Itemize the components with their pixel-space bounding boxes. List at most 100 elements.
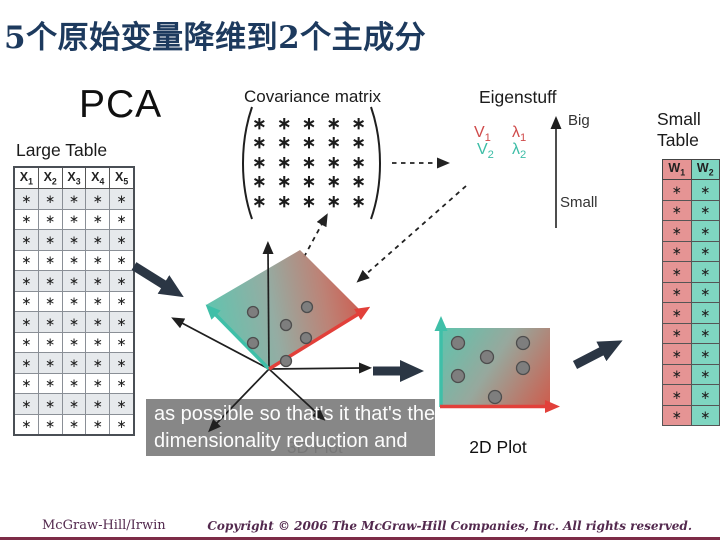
- table-row: ∗∗: [662, 220, 720, 242]
- table-cell: ∗: [13, 188, 39, 210]
- table-row: ∗∗: [662, 404, 720, 426]
- table-cell: ∗: [109, 270, 135, 292]
- table-cell: ∗: [85, 208, 111, 230]
- matrix-cell: ∗: [252, 133, 267, 153]
- table-cell: ∗: [61, 331, 87, 353]
- video-caption: as possible so that's it that's the dime…: [154, 401, 435, 455]
- axis-up: [262, 241, 274, 370]
- small-table-title: Small Table: [657, 109, 701, 150]
- table-cell: ∗: [662, 384, 692, 406]
- table-cell: ∗: [662, 179, 692, 201]
- table-cell: ∗: [690, 281, 720, 303]
- table-cell: ∗: [85, 249, 111, 271]
- data-point: [299, 331, 313, 345]
- data-point: [487, 389, 503, 405]
- table-cell: ∗: [85, 229, 111, 251]
- caption-line-1: as possible so that's it that's the: [154, 403, 436, 425]
- table-cell: ∗: [13, 229, 39, 251]
- table-cell: ∗: [61, 229, 87, 251]
- table-cell: ∗: [61, 311, 87, 333]
- table-cell: ∗: [13, 270, 39, 292]
- table-cell: ∗: [109, 331, 135, 353]
- column-header: X5: [109, 166, 135, 189]
- footer-copyright: Copyright © 2006 The McGraw-Hill Compani…: [207, 519, 692, 533]
- table-row: ∗∗∗∗∗: [13, 208, 135, 230]
- table-row: ∗∗∗∗∗: [13, 372, 135, 394]
- matrix-cell: ∗: [252, 114, 267, 133]
- table-row: ∗∗: [662, 261, 720, 283]
- table-cell: ∗: [662, 302, 692, 324]
- table-cell: ∗: [690, 322, 720, 344]
- column-header: X3: [61, 166, 87, 189]
- plane-scatter-dots: [246, 300, 314, 368]
- table-cell: ∗: [690, 179, 720, 201]
- matrix-cell: ∗: [252, 191, 267, 211]
- table-cell: ∗: [662, 363, 692, 385]
- table-cell: ∗: [662, 404, 692, 426]
- eigenvector-2-label: V2: [477, 141, 494, 162]
- table-cell: ∗: [109, 290, 135, 312]
- table-cell: ∗: [13, 290, 39, 312]
- table-cell: ∗: [13, 331, 39, 353]
- table-cell: ∗: [13, 208, 39, 230]
- table-cell: ∗: [37, 413, 63, 436]
- table-cell: ∗: [662, 240, 692, 262]
- matrix-cell: ∗: [301, 191, 317, 211]
- column-header: W2: [690, 159, 720, 180]
- table-cell: ∗: [662, 343, 692, 365]
- table-cell: ∗: [61, 208, 87, 230]
- matrix-cell: ∗: [351, 133, 366, 153]
- data-point: [300, 300, 314, 314]
- table-row: ∗∗∗∗∗: [13, 352, 135, 374]
- matrix-cell: ∗: [326, 172, 341, 192]
- table-cell: ∗: [85, 372, 111, 394]
- table-cell: ∗: [109, 249, 135, 271]
- matrix-cell: ∗: [277, 172, 292, 192]
- table-cell: ∗: [690, 240, 720, 262]
- table-row: ∗∗: [662, 384, 720, 406]
- dashed-arrow-eigen-to-plane: [356, 185, 467, 283]
- table-cell: ∗: [37, 188, 63, 210]
- table-row: ∗∗∗∗∗: [13, 229, 135, 251]
- table-cell: ∗: [13, 413, 39, 436]
- matrix-cell: ∗: [326, 191, 341, 211]
- table-cell: ∗: [61, 372, 87, 394]
- table-cell: ∗: [690, 384, 720, 406]
- data-point: [515, 360, 531, 376]
- table-cell: ∗: [662, 281, 692, 303]
- data-point: [515, 335, 531, 351]
- pc-plane: [206, 250, 363, 369]
- table-cell: ∗: [37, 270, 63, 292]
- matrix-right-paren: [370, 106, 381, 220]
- table-cell: ∗: [662, 322, 692, 344]
- plot2d-scatter-dots: [450, 335, 531, 405]
- matrix-cell: ∗: [252, 172, 267, 192]
- table-cell: ∗: [85, 393, 111, 415]
- table-cell: ∗: [109, 208, 135, 230]
- matrix-cell: ∗: [301, 152, 317, 172]
- table-cell: ∗: [61, 188, 87, 210]
- column-header: W1: [662, 159, 692, 180]
- table-cell: ∗: [37, 372, 63, 394]
- matrix-cell: ∗: [277, 133, 292, 153]
- table-cell: ∗: [37, 352, 63, 374]
- table-cell: ∗: [109, 352, 135, 374]
- table-cell: ∗: [690, 404, 720, 426]
- matrix-cell: ∗: [301, 172, 317, 192]
- matrix-cell: ∗: [351, 152, 366, 172]
- matrix-cell: ∗: [326, 152, 341, 172]
- table-cell: ∗: [37, 229, 63, 251]
- eigenvector-1-label: V1: [474, 124, 491, 145]
- large-table-title: Large Table: [16, 140, 108, 160]
- table-row: ∗∗: [662, 281, 720, 303]
- table-row: ∗∗∗∗∗: [13, 311, 135, 333]
- data-point: [246, 305, 260, 319]
- table-row: ∗∗∗∗∗: [13, 270, 135, 292]
- table-cell: ∗: [85, 331, 111, 353]
- table-cell: ∗: [37, 249, 63, 271]
- matrix-cell: ∗: [301, 114, 317, 133]
- pc1-axis-arrow: [268, 306, 371, 371]
- table-cell: ∗: [690, 199, 720, 221]
- covariance-title: Covariance matrix: [244, 87, 381, 106]
